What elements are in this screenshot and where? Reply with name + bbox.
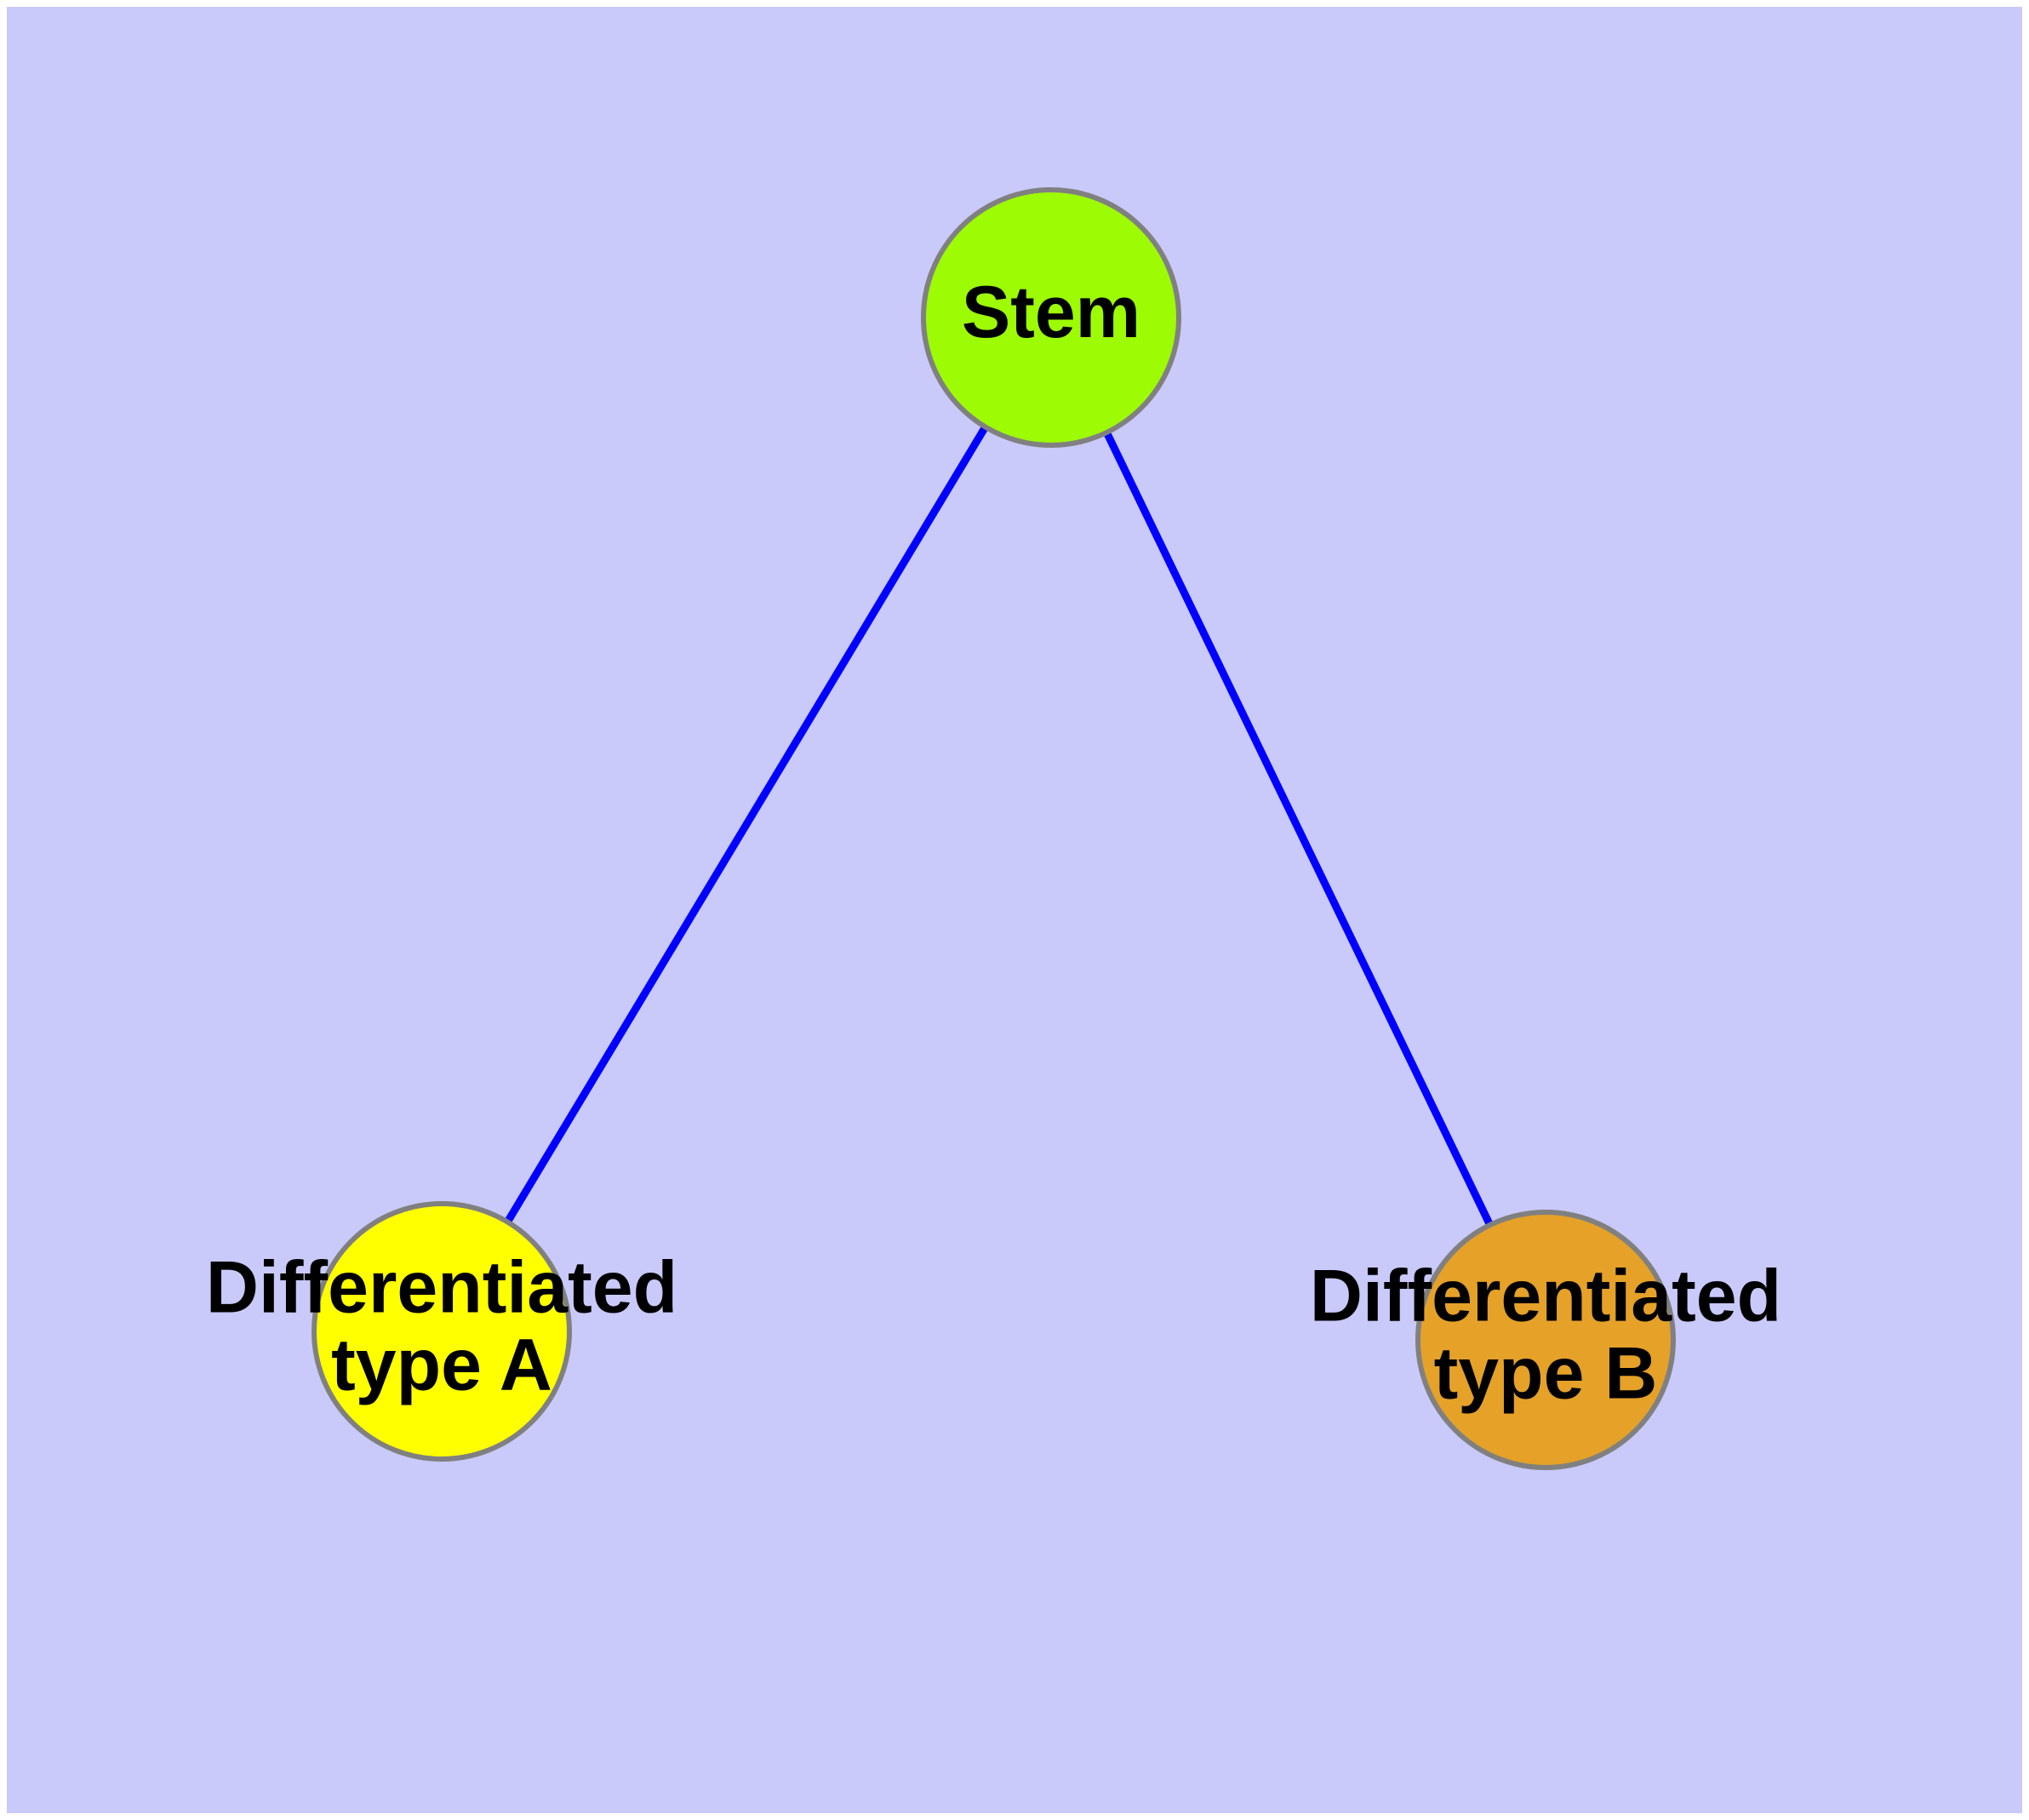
node-label-line: Differentiated xyxy=(1310,1255,1781,1336)
node-label-stem: Stem xyxy=(962,272,1140,353)
graph-edge-stem-to-a[interactable] xyxy=(438,315,1055,1334)
node-label-line: Differentiated xyxy=(206,1246,677,1328)
node-label-line: Stem xyxy=(962,272,1140,353)
node-circle-stem[interactable] xyxy=(921,187,1181,448)
node-circle-diff_b[interactable] xyxy=(1415,1210,1676,1470)
graph-edge-stem-to-b[interactable] xyxy=(1047,316,1550,1342)
edges-layer xyxy=(438,315,1550,1342)
graph-node-stem[interactable]: Stem xyxy=(921,187,1181,448)
node-label-line: type B xyxy=(1434,1332,1658,1414)
node-circle-diff_a[interactable] xyxy=(311,1201,572,1462)
node-label-line: type A xyxy=(331,1324,552,1405)
